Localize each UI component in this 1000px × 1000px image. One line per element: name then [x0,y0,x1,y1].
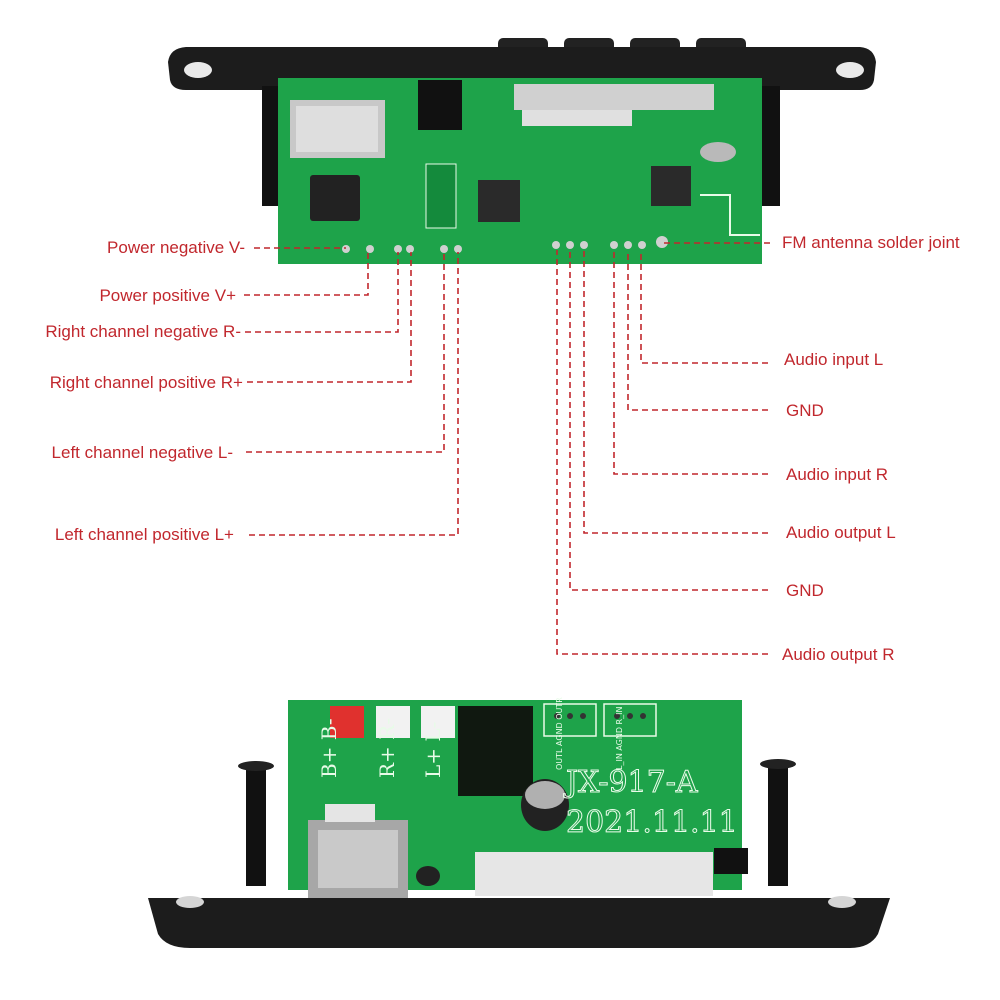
label-left-negative: Left channel negative L- [51,443,233,462]
right-leader-lines [556,242,770,655]
label-fm-antenna: FM antenna solder joint [782,233,960,252]
bottom-pcb [288,700,748,898]
label-right-positive: Right channel positive R+ [49,373,243,392]
label-power-positive: Power positive V+ [99,286,236,305]
label-audio-output-r: Audio output R [782,645,895,664]
con-label-2: L_IN AGND R_IN [615,707,624,770]
batt-pin-marking: B+ B- [317,718,341,778]
top-pcb [278,78,762,264]
label-audio-input-r: Audio input R [786,465,889,484]
label-audio-input-l: Audio input L [784,350,884,369]
label-audio-output-l: Audio output L [786,523,896,542]
bottom-case [148,759,890,948]
label-right-negative: Right channel negative R- [45,322,241,341]
label-power-negative: Power negative V- [107,238,245,257]
label-left-positive: Left channel positive L+ [54,525,234,544]
left-pin-marking: L+ L- [421,722,445,778]
label-gnd-1: GND [786,401,824,420]
right-pin-marking: R+ R- [375,718,399,778]
label-gnd-2: GND [786,581,824,600]
left-leader-lines [244,247,459,536]
model-marking: JX-917-A [563,765,698,800]
con-label-1: OUTL AGND OUTR [555,697,564,770]
date-marking: 2021.11.11 [566,805,738,840]
